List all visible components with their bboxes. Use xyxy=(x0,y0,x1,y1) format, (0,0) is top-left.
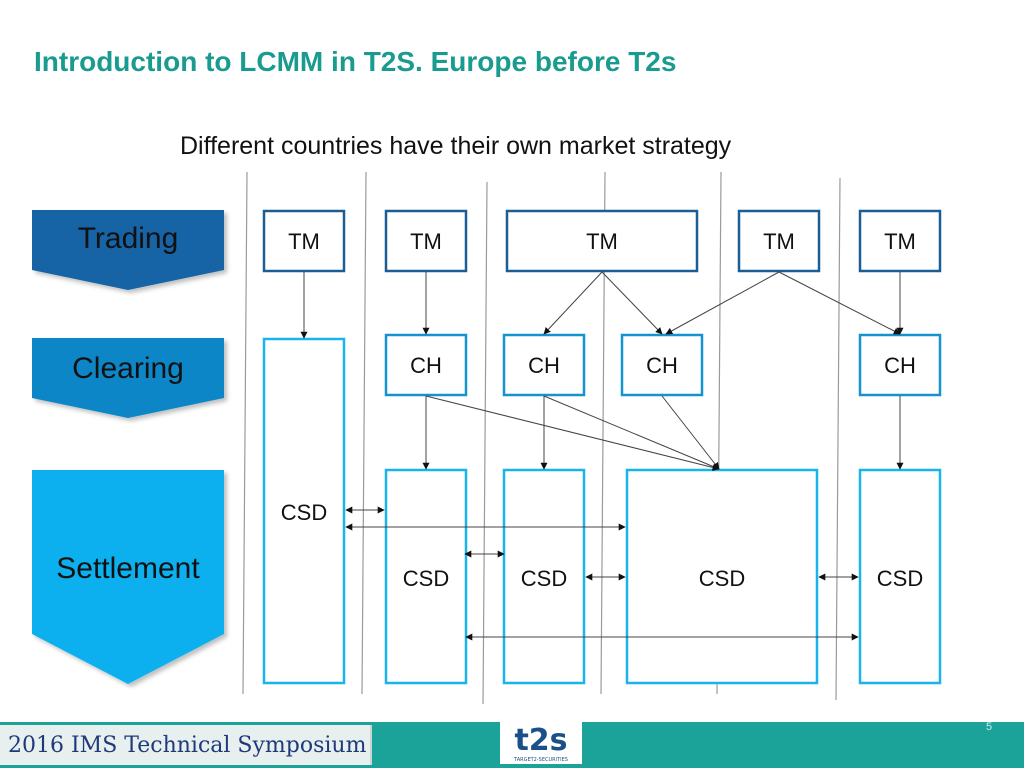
flow-arrow xyxy=(425,395,720,471)
separator-line xyxy=(242,171,248,695)
tm-box-5 xyxy=(858,209,942,273)
ch-label: CH xyxy=(646,353,678,378)
clearing-flow-arrows xyxy=(422,395,904,471)
tm-label: TM xyxy=(763,229,795,254)
svg-text:TARGET2-SECURITIES: TARGET2-SECURITIES xyxy=(513,757,568,763)
flow-arrow xyxy=(661,395,720,470)
trade-flow-arrows xyxy=(300,271,904,339)
market-structure-diagram: Trading Clearing Settlement TM TM TM TM … xyxy=(32,171,942,705)
tm-box-4 xyxy=(737,209,821,273)
flow-arrow xyxy=(543,271,603,335)
ch-box-1 xyxy=(384,333,468,397)
csd-links xyxy=(345,506,859,641)
flow-arrow xyxy=(665,271,780,335)
csd-label: CSD xyxy=(281,500,327,525)
slide-subtitle: Different countries have their own marke… xyxy=(180,132,732,160)
ch-label: CH xyxy=(884,353,916,378)
tm-label: TM xyxy=(288,229,320,254)
tm-box-2 xyxy=(384,209,468,273)
csd-label: CSD xyxy=(403,566,449,591)
country-separators xyxy=(242,171,841,705)
tm-box-1 xyxy=(262,209,346,273)
svg-text:t2s: t2s xyxy=(514,723,567,758)
t2s-logo-icon: t2s TARGET2-SECURITIES xyxy=(513,723,568,763)
ch-box-3 xyxy=(620,333,704,397)
flow-arrow xyxy=(543,395,720,470)
csd-box-2 xyxy=(384,468,468,685)
stage-arrows xyxy=(32,210,224,684)
slide-title: Introduction to LCMM in T2S. Europe befo… xyxy=(34,46,677,77)
csd-box-3 xyxy=(502,468,586,685)
csd-box-1 xyxy=(262,337,346,685)
csd-label: CSD xyxy=(699,566,745,591)
tm-box-3 xyxy=(505,209,699,273)
ch-box-4 xyxy=(858,333,942,397)
csd-boxes xyxy=(262,337,942,685)
ch-label: CH xyxy=(410,353,442,378)
separator-line xyxy=(361,171,367,695)
trading-stage-shape xyxy=(32,210,224,290)
separator-line xyxy=(482,181,488,705)
clearing-stage-shape xyxy=(32,338,224,418)
clearing-stage-label: Clearing xyxy=(72,352,184,385)
flow-arrow xyxy=(778,271,901,335)
ch-box-2 xyxy=(502,333,586,397)
csd-label: CSD xyxy=(877,566,923,591)
settlement-stage-shape xyxy=(32,470,224,684)
tm-label: TM xyxy=(586,229,618,254)
tm-label: TM xyxy=(410,229,442,254)
csd-box-5 xyxy=(858,468,942,685)
clearing-house-boxes xyxy=(384,333,942,397)
page-number: 5 xyxy=(986,721,993,733)
trading-member-boxes xyxy=(262,209,942,273)
footer-label: 2016 IMS Technical Symposium xyxy=(8,732,367,758)
settlement-stage-label: Settlement xyxy=(56,552,200,585)
t2s-logo: t2s TARGET2-SECURITIES xyxy=(500,720,582,764)
trading-stage-label: Trading xyxy=(78,222,179,255)
csd-label: CSD xyxy=(521,566,567,591)
tm-label: TM xyxy=(884,229,916,254)
csd-box-4 xyxy=(625,468,819,685)
footer-label-box: 2016 IMS Technical Symposium xyxy=(0,725,372,765)
ch-label: CH xyxy=(528,353,560,378)
separator-line xyxy=(835,177,841,701)
flow-arrow xyxy=(601,271,663,335)
